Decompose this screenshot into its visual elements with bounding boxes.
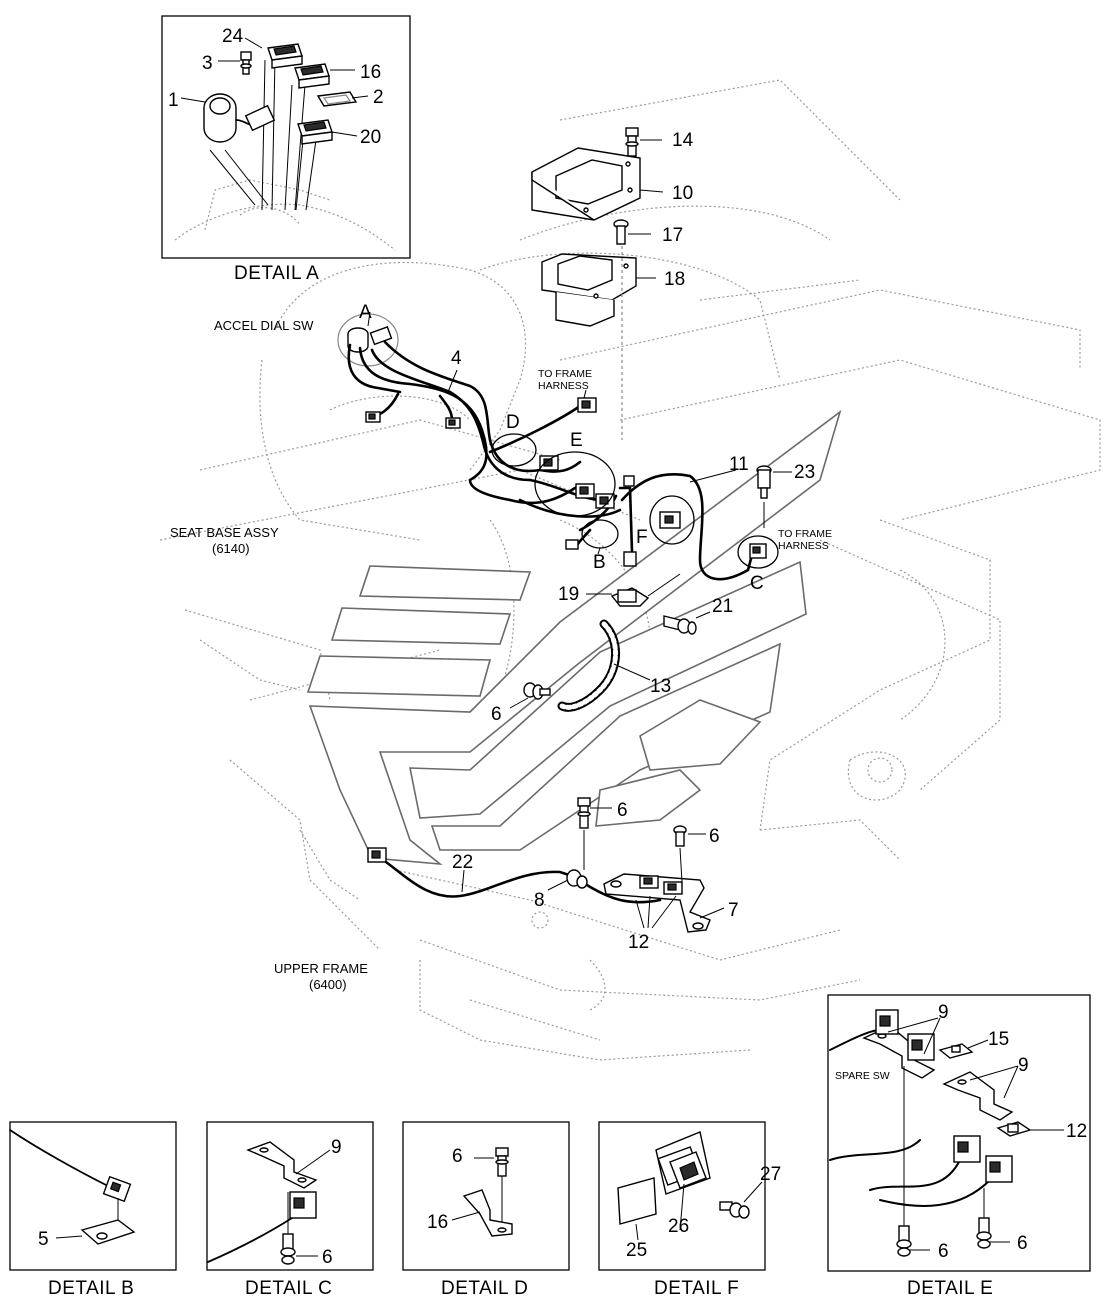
switch-20: [297, 119, 333, 145]
screw-17: [613, 219, 629, 245]
detail-d-panel: 6 16: [402, 1121, 570, 1271]
detail-a-caption: DETAIL A: [234, 263, 319, 284]
detail-f-part-25: 25: [626, 1240, 647, 1261]
detail-f-panel: 27 26 25: [598, 1121, 781, 1271]
switch-23: [756, 465, 772, 499]
detail-b-caption: DETAIL B: [48, 1278, 134, 1299]
label-to-frame-1b: HARNESS: [538, 380, 589, 392]
part-number-4: 4: [451, 348, 462, 369]
part-number-14: 14: [672, 130, 694, 151]
label-to-frame-2b: HARNESS: [778, 540, 829, 552]
detail-e-part-9a: 9: [938, 1002, 949, 1023]
part-number-6-mid: 6: [617, 800, 628, 821]
switch-24: [267, 43, 303, 69]
detail-c-panel: 9 6: [206, 1121, 374, 1271]
detail-callout-circles: [491, 433, 779, 569]
bolt-6-left: [523, 682, 551, 700]
label-upper-frame: UPPER FRAME: [274, 961, 368, 976]
main-harness-4: [347, 340, 754, 581]
detail-e-part-6b: 6: [1017, 1233, 1028, 1254]
plate-2: [316, 91, 358, 107]
bolt-6-mid: [577, 797, 591, 829]
label-seat-base-assy: SEAT BASE ASSY: [170, 525, 279, 540]
part-number-11: 11: [729, 454, 749, 475]
detail-e-panel: 9 15 9 12 6 6 SPARE SW: [827, 994, 1091, 1272]
switch-19: [610, 573, 681, 607]
cover-plate-10: [531, 147, 641, 221]
detail-d-caption: DETAIL D: [441, 1278, 528, 1299]
detail-f-part-27: 27: [760, 1164, 781, 1185]
bolt-14: [625, 127, 639, 157]
accel-dial-assembly: [337, 313, 399, 367]
part-number-23: 23: [794, 462, 815, 483]
detail-e-part-12: 12: [1066, 1121, 1087, 1142]
part-number-12: 12: [628, 932, 649, 953]
part-number-3: 3: [202, 53, 213, 74]
bracket-7: [603, 873, 711, 933]
callout-letter-b: B: [593, 552, 606, 573]
harness-connectors: [365, 397, 767, 567]
detail-f-caption: DETAIL F: [654, 1278, 739, 1299]
part-number-19: 19: [558, 584, 579, 605]
callout-letter-e: E: [570, 430, 583, 451]
label-spare-sw: SPARE SW: [835, 1070, 890, 1082]
detail-b-part-5: 5: [38, 1229, 49, 1250]
detail-e-part-15: 15: [988, 1029, 1009, 1050]
detail-e-caption: DETAIL E: [907, 1278, 993, 1299]
bolt-21: [663, 615, 697, 635]
bolt-6-right: [673, 825, 687, 847]
part-number-20: 20: [360, 127, 381, 148]
part-number-13: 13: [650, 676, 671, 697]
label-upper-frame-code: (6400): [309, 977, 347, 992]
part-number-17: 17: [662, 225, 683, 246]
label-to-frame-1a: TO FRAME: [538, 368, 592, 380]
part-number-1: 1: [168, 90, 179, 111]
detail-b-panel: 5: [9, 1121, 177, 1271]
part-number-16: 16: [360, 62, 381, 83]
lower-harness-22: [367, 847, 662, 904]
housing-18: [541, 253, 637, 327]
callout-letter-a: A: [359, 302, 372, 323]
accel-dial-knob: [203, 93, 237, 143]
detail-a-panel: 24 3 16 1 2 20: [161, 15, 411, 259]
part-number-2: 2: [373, 87, 384, 108]
seat-rail-chevrons: [306, 409, 842, 866]
detail-f-part-26: 26: [668, 1216, 689, 1237]
detail-c-caption: DETAIL C: [245, 1278, 332, 1299]
label-accel-dial-sw: ACCEL DIAL SW: [214, 318, 314, 333]
part-number-22: 22: [452, 852, 473, 873]
ghost-background-frame: [159, 79, 1101, 1061]
callout-letter-d: D: [506, 412, 520, 433]
strap-13: [557, 619, 620, 712]
detail-c-part-6: 6: [322, 1247, 333, 1268]
label-seat-base-code: (6140): [212, 541, 250, 556]
part-number-7: 7: [728, 900, 739, 921]
callout-letter-c: C: [750, 573, 764, 594]
detail-d-part-6: 6: [452, 1146, 463, 1167]
callout-letter-f: F: [636, 527, 648, 548]
part-number-6-right: 6: [709, 826, 720, 847]
part-number-8: 8: [534, 890, 545, 911]
part-number-10: 10: [672, 183, 693, 204]
detail-d-part-16: 16: [427, 1212, 448, 1233]
detail-e-part-9b: 9: [1018, 1055, 1029, 1076]
bolt-3: [240, 51, 252, 75]
detail-c-part-9: 9: [331, 1137, 342, 1158]
part-number-21: 21: [712, 596, 733, 617]
part-number-18: 18: [664, 269, 685, 290]
part-number-24: 24: [222, 26, 244, 47]
switch-16: [294, 63, 330, 89]
detail-e-part-6a: 6: [938, 1241, 949, 1262]
label-to-frame-2a: TO FRAME: [778, 528, 832, 540]
grommet-8: [566, 869, 588, 889]
part-number-6-left: 6: [491, 704, 502, 725]
